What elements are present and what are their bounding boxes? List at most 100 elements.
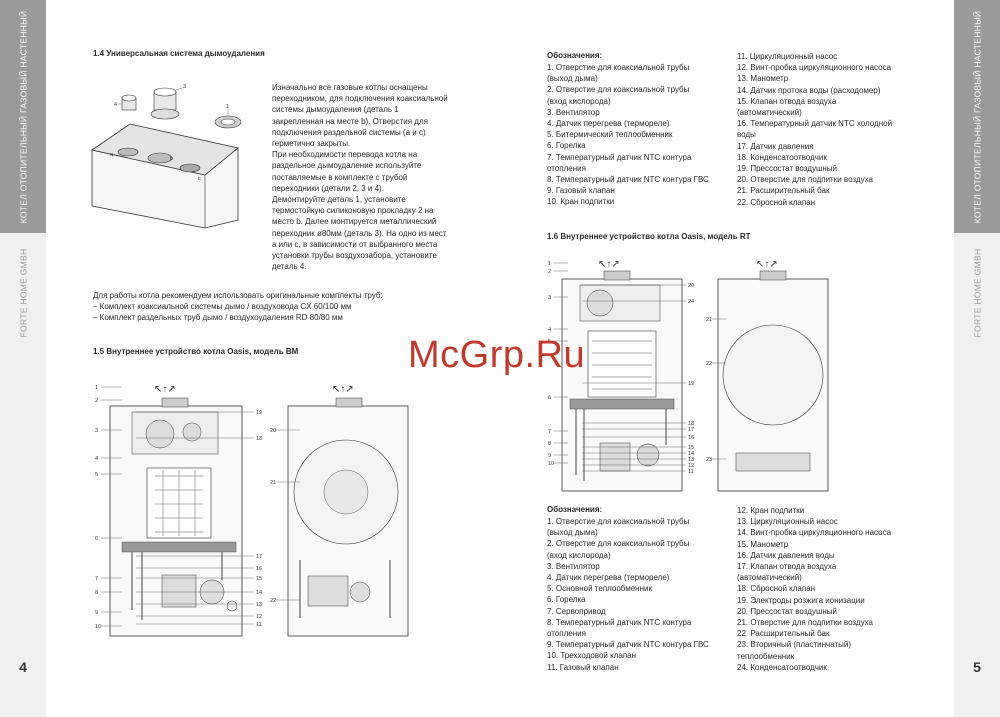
svg-text:↖↑↗: ↖↑↗ — [756, 259, 778, 270]
legend-item: 12. Винт-пробка циркуляционного насоса — [737, 63, 892, 73]
paragraph-line: термостойкую силиконовую прокладку 2 на — [272, 206, 434, 216]
legend-item: воды — [737, 130, 756, 140]
legend-item: 9. Газовый клапан — [547, 186, 615, 196]
legend-item: 16. Температурный датчик NTC холодной — [737, 119, 893, 129]
callout-number: 22 — [706, 361, 712, 367]
section-1-6-title: 1.6 Внутреннее устройство котла Oasis, м… — [547, 232, 751, 241]
svg-text:↖↑↗: ↖↑↗ — [598, 259, 620, 270]
section-1-4-title: 1.4 Универсальная система дымоудаления — [93, 49, 265, 58]
page-number-right: 5 — [973, 659, 981, 675]
legend-item: 6. Горелка — [547, 595, 586, 605]
paragraph-line: переходник ø80мм (деталь 3). На одно из … — [272, 228, 447, 238]
kits-text: Для работы котла рекомендуем использоват… — [93, 290, 383, 324]
callout-number: 23 — [706, 457, 712, 463]
callout-number: 2 — [95, 398, 98, 404]
legend-item: 20. Отверстие для подпитки воздуха — [737, 175, 873, 185]
callout-number: 15 — [256, 576, 262, 582]
callout-number: 5 — [548, 339, 551, 345]
legend-item: 24. Конденсатоотводчик — [737, 662, 827, 672]
callout-number: 3 — [548, 295, 551, 301]
flue-adapter-figure: 4 3 1 a b c — [91, 84, 242, 229]
callout-number: 3 — [95, 428, 98, 434]
svg-text:↖↑↗: ↖↑↗ — [154, 384, 176, 395]
svg-text:↖↑↗: ↖↑↗ — [332, 384, 354, 395]
callout-number: 21 — [706, 317, 712, 323]
sidebar-title: КОТЕЛ ОТОПИТЕЛЬНЫЙ ГАЗОВЫЙ НАСТЕННЫЙ — [972, 10, 982, 223]
callout-number: 24 — [688, 299, 694, 305]
legend-bottom-col1: 1. Отверстие для коаксиальной трубы (выхо… — [547, 516, 709, 673]
paragraph-line: системы дымоудаления (деталь 1 — [272, 105, 399, 115]
callout-number: 1 — [548, 261, 551, 267]
callout-number: 9 — [95, 610, 98, 616]
callout-number: 11 — [256, 622, 262, 628]
callout-number: 2 — [548, 269, 551, 275]
legend-item: 1. Отверстие для коаксиальной трубы — [547, 517, 690, 526]
callout-number: 10 — [548, 461, 554, 467]
legend-item: (автоматический) — [737, 573, 802, 583]
callout-number: 13 — [688, 457, 694, 463]
callout-number: 17 — [688, 427, 694, 433]
legend-item: 8. Температурный датчик NTC контура — [547, 617, 692, 627]
callout-number: 5 — [95, 472, 98, 478]
legend-bottom-heading: Обозначения: — [547, 505, 603, 514]
legend-item: 18. Сбросной клапан — [737, 584, 816, 594]
paragraph-line: установки трубы воздухозабора, установит… — [272, 251, 437, 261]
callout-number: 9 — [548, 453, 551, 459]
rt-back-diagram: ↖↑↗ 21 22 23 — [706, 259, 829, 492]
legend-item: 20. Прессостат воздушный — [737, 606, 837, 616]
legend-item: 13. Манометр — [737, 74, 789, 84]
legend-item: 6. Горелка — [547, 141, 586, 151]
legend-item: 2. Отверстие для коаксиальной трубы — [547, 539, 690, 549]
paragraph-line: Демонтируйте деталь 1, установите — [272, 195, 406, 205]
legend-item: 10. Трехходовой клапан — [547, 651, 637, 661]
callout-number: 18 — [688, 421, 694, 427]
legend-item: 11. Циркуляционный насос — [737, 52, 838, 61]
legend-top-heading: Обозначения: — [547, 51, 603, 60]
callout-number: 4 — [95, 456, 98, 462]
callout-number: 16 — [688, 435, 694, 441]
right-sidebar: КОТЕЛ ОТОПИТЕЛЬНЫЙ ГАЗОВЫЙ НАСТЕННЫЙ FOR… — [954, 0, 1000, 717]
callout-number: 21 — [270, 480, 276, 486]
legend-item: 10. Кран подпитки — [547, 197, 615, 207]
legend-item: отопления — [547, 163, 586, 173]
legend-item: 14. Датчик протока воды (расходомер) — [737, 85, 881, 95]
legend-item: 17. Датчик давления — [737, 141, 814, 151]
legend-item: 13. Циркуляционный насос — [737, 517, 838, 527]
callout-number: 6 — [548, 395, 551, 401]
kits-line: Для работы котла рекомендуем использоват… — [93, 291, 383, 300]
callout-number: 8 — [95, 590, 98, 596]
paragraph-line: подключения раздельной системы (а и с) — [272, 127, 426, 137]
callout-number: 7 — [548, 429, 551, 435]
callout-number: 13 — [256, 602, 262, 608]
callout-number: 14 — [256, 590, 262, 596]
callout-number: 15 — [688, 445, 694, 451]
legend-item: 3. Вентилятор — [547, 561, 600, 571]
legend-item: отопления — [547, 629, 586, 639]
paragraph-line: Изначально все газовые котлы оснащены — [272, 83, 428, 92]
legend-item: (вход кислорода) — [547, 96, 611, 106]
paragraph-line: переходники (детали 2, 3 и 4). — [272, 183, 384, 193]
legend-item: 18. Конденсатоотводчик — [737, 152, 827, 162]
figure-label: 1 — [226, 104, 229, 110]
legend-item: (выход дыма) — [547, 528, 598, 538]
callout-number: 18 — [256, 436, 262, 442]
callout-number: 8 — [548, 441, 551, 447]
paragraph-line: деталь 4. — [272, 262, 307, 272]
callout-number: 12 — [688, 463, 694, 469]
callout-number: 20 — [270, 428, 276, 434]
legend-item: 1. Отверстие для коаксиальной трубы — [547, 63, 690, 72]
legend-item: (автоматический) — [737, 108, 802, 118]
callout-number: 14 — [688, 451, 694, 457]
watermark: McGrp.Ru — [408, 334, 586, 376]
legend-item: 22. Расширительный бак — [737, 629, 830, 639]
callout-number: 4 — [548, 327, 551, 333]
legend-item: 4. Датчик перегрева (термореле) — [547, 119, 670, 129]
callout-number: 1 — [95, 385, 98, 391]
left-sidebar: КОТЕЛ ОТОПИТЕЛЬНЫЙ ГАЗОВЫЙ НАСТЕННЫЙ FOR… — [0, 0, 46, 717]
paragraph-line: закрепленная на месте b). Отверстия для — [272, 116, 428, 126]
legend-item: 19. Электроды розжига ионизации — [737, 595, 865, 605]
section-1-5-title: 1.5 Внутреннее устройство котла Oasis, м… — [93, 347, 299, 356]
kits-line: – Комплект раздельных труб дымо / воздух… — [93, 313, 343, 323]
figure-label: b — [170, 156, 173, 162]
